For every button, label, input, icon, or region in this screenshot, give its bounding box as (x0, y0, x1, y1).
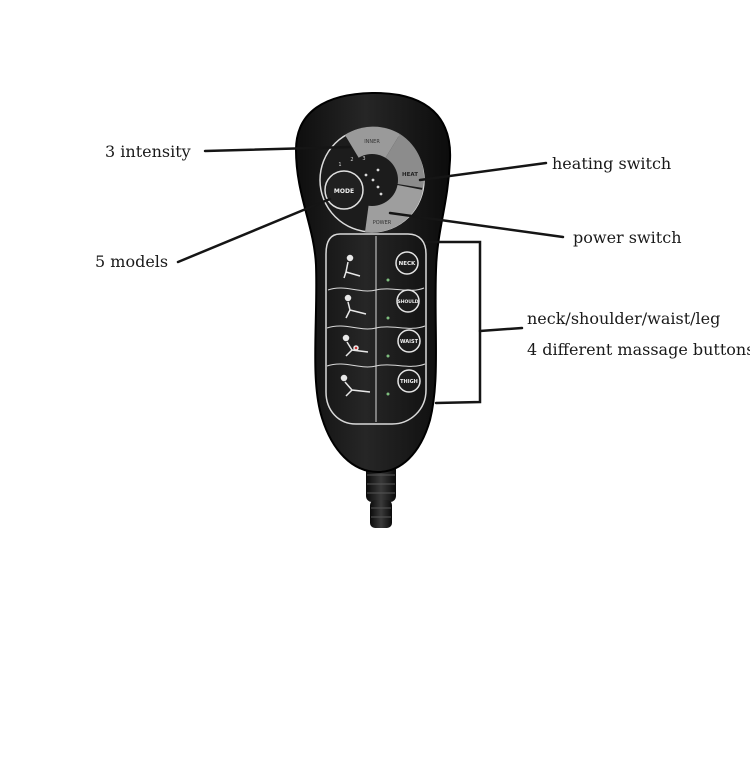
thigh-massage-icon (340, 374, 371, 397)
intensity-level-2: 2 (350, 157, 353, 163)
mode-button-label: MODE (334, 188, 354, 195)
control-dial: MODE 1 2 3 INNER HEAT POWER (319, 126, 425, 233)
heat-button-label[interactable]: HEAT (402, 172, 418, 178)
shoulder-button-label: SHOULD (397, 299, 418, 305)
power-pointer (388, 211, 565, 239)
models-annotation: 5 models (95, 252, 169, 271)
shoulder-massage-icon (344, 294, 367, 319)
waist-button-label: WAIST (400, 339, 419, 345)
intensity-annotation: 3 intensity (105, 142, 191, 161)
body-zones-annotation: neck/shoulder/waist/leg (527, 309, 721, 328)
intensity-level-3: 3 (362, 156, 365, 162)
power-switch-annotation: power switch (573, 228, 682, 247)
mode-button[interactable] (324, 170, 364, 210)
neck-massage-icon (343, 254, 361, 279)
thigh-button-label: THIGH (400, 379, 418, 385)
models-pointer (176, 197, 332, 264)
power-button-label[interactable]: POWER (373, 220, 392, 226)
thigh-button[interactable]: THIGH (397, 369, 421, 393)
buttons-pointer (478, 326, 524, 333)
waist-massage-icon (342, 334, 369, 357)
heating-pointer (418, 161, 548, 182)
massage-buttons-annotation: 4 different massage buttons (527, 340, 750, 359)
intensity-level-1: 1 (338, 162, 341, 168)
massage-button-panel: NECK SHOULD WAIST THIGH (325, 233, 427, 425)
intensity-wedge-label: INNER (364, 139, 380, 145)
neck-button[interactable]: NECK (395, 251, 419, 275)
neck-button-label: NECK (399, 261, 416, 267)
buttons-bracket (424, 240, 482, 405)
waist-button[interactable]: WAIST (397, 329, 421, 353)
shoulder-button[interactable]: SHOULD (396, 289, 420, 313)
annotation-lines (176, 145, 565, 405)
heating-switch-annotation: heating switch (552, 154, 672, 173)
intensity-pointer (203, 145, 352, 153)
